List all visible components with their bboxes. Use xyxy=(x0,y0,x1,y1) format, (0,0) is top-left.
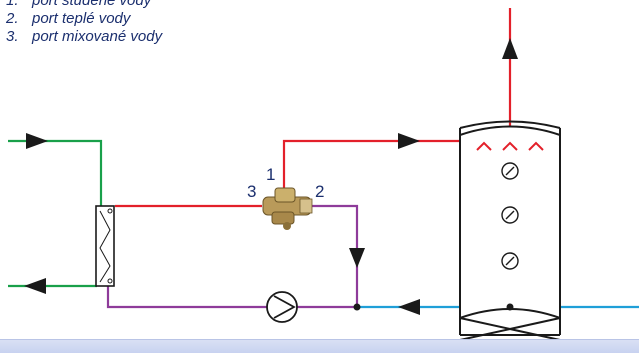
arrow-right-icon xyxy=(398,133,420,149)
arrow-left-icon xyxy=(398,299,420,315)
heating-circuit-pipes xyxy=(8,139,103,288)
valve-port-1-label: 1 xyxy=(266,165,275,184)
mixed-return-pipes xyxy=(106,204,359,309)
legend-item-1: 1. port studené vody xyxy=(6,0,162,10)
thermostatic-mixing-valve xyxy=(262,187,313,230)
legend-item-2: 2. port teplé vody xyxy=(6,10,162,28)
pipe-junction xyxy=(353,303,361,311)
bottom-band xyxy=(0,339,639,353)
tank-stand xyxy=(459,317,561,341)
legend-num: 3. xyxy=(6,28,19,45)
legend-num: 2. xyxy=(6,10,19,27)
arrow-left-icon xyxy=(24,278,46,294)
arrow-down-icon xyxy=(349,248,365,268)
tank-heating-coil-icon xyxy=(476,141,544,151)
port-legend: 1. port studené vody 2. port teplé vody … xyxy=(6,0,162,46)
arrow-right-icon xyxy=(26,133,48,149)
pipe-junction xyxy=(506,303,514,311)
legend-label: port teplé vody xyxy=(32,10,131,27)
zigzag-coil-icon xyxy=(99,210,111,283)
arrow-up-icon xyxy=(502,38,518,59)
valve-port-2-label: 2 xyxy=(315,182,324,201)
circulation-pump-icon xyxy=(266,291,298,323)
flow-arrows xyxy=(24,38,518,315)
thermometer-gauge-icon xyxy=(501,162,519,270)
legend-item-3: 3. port mixované vody xyxy=(6,28,162,46)
storage-tank xyxy=(459,120,561,341)
legend-label: port studené vody xyxy=(32,0,152,9)
valve-port-3-label: 3 xyxy=(247,182,256,201)
legend-label: port mixované vody xyxy=(32,28,163,45)
legend-num: 1. xyxy=(6,0,19,9)
heat-exchanger xyxy=(95,205,115,287)
